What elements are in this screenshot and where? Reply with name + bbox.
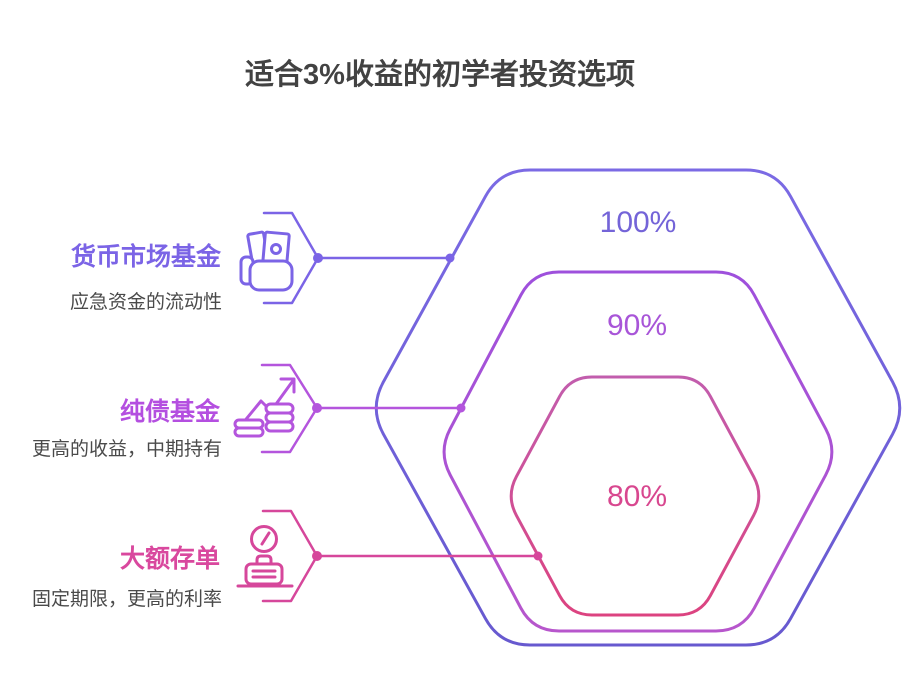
item-heading-certificate-deposit: 大额存单 — [119, 545, 220, 573]
connector-dot-hex-3 — [533, 551, 543, 561]
bracket-dot-2 — [312, 403, 322, 413]
item-description-bond-fund: 更高的收益，中期持有 — [32, 439, 223, 460]
diagram-title: 适合3%收益的初学者投资选项 — [245, 59, 635, 91]
clock-briefcase-icon — [236, 525, 294, 588]
hexagon-80 — [509, 375, 761, 617]
hexagon-label-80: 80% — [606, 480, 668, 513]
item-description-money-market: 应急资金的流动性 — [70, 292, 223, 313]
bracket-dot-1 — [313, 253, 323, 263]
chart-up-coins-icon — [233, 377, 296, 438]
bracket-dot-3 — [312, 551, 322, 561]
item-heading-bond-fund: 纯债基金 — [119, 398, 220, 426]
hexagon-label-100: 100% — [599, 206, 677, 239]
connector-dot-hex-1 — [445, 253, 455, 263]
item-description-certificate-deposit: 固定期限，更高的利率 — [32, 589, 223, 610]
item-heading-money-market: 货币市场基金 — [70, 243, 221, 271]
connector-dot-hex-2 — [456, 403, 466, 413]
hexagon-100 — [374, 168, 902, 647]
cash-in-hand-icon — [239, 230, 294, 292]
hexagon-label-90: 90% — [606, 309, 668, 342]
hexagon-90 — [442, 270, 834, 633]
